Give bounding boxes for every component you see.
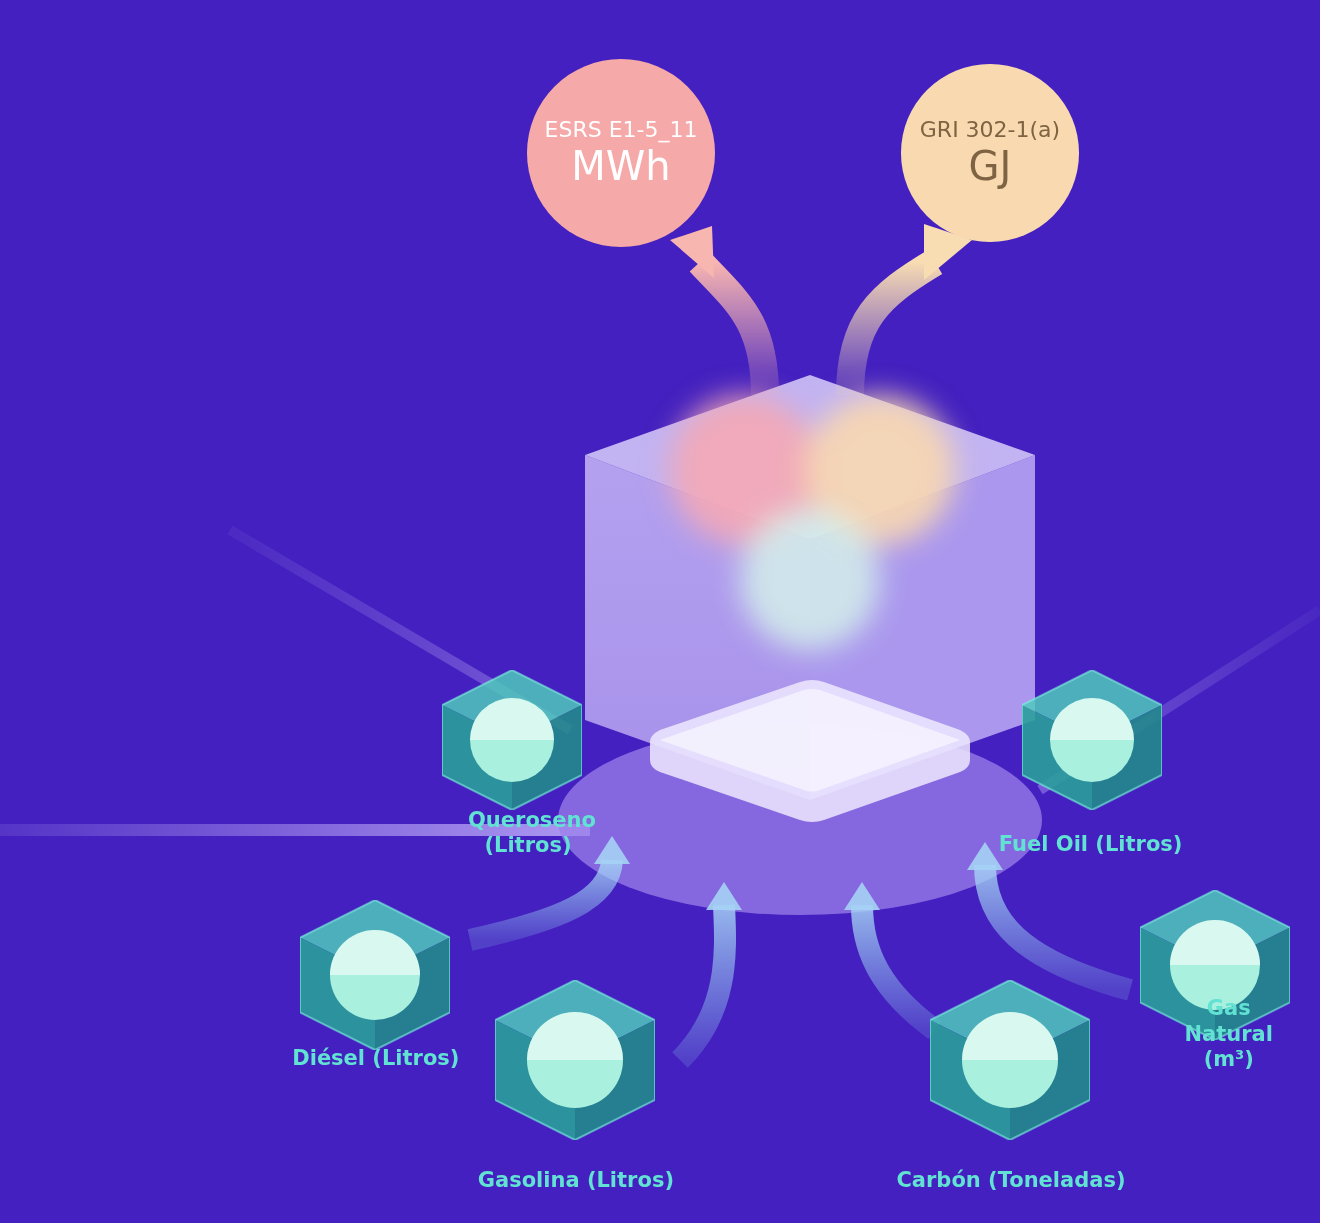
- fuel-label: Gasolina (Litros): [477, 1168, 675, 1193]
- cube-face: [1170, 920, 1260, 965]
- cube-face: [300, 900, 450, 1050]
- fuel-cube: [930, 980, 1090, 1140]
- cube-face: [962, 1012, 1058, 1060]
- unit-label: GJ: [969, 143, 1012, 189]
- hub-plate: [650, 680, 970, 822]
- fuel-label: Gas Natural (m³): [1184, 996, 1274, 1072]
- input-arrow: [470, 860, 1130, 1060]
- fuel-orb: [330, 930, 420, 1020]
- fuel-label: Diésel (Litros): [291, 1046, 460, 1071]
- fuel-node: Queroseno (Litros): [442, 670, 588, 858]
- light-ray: [1040, 610, 1320, 790]
- fuel-node: Fuel Oil (Litros): [998, 670, 1182, 857]
- cube-face: [470, 698, 554, 740]
- output-arrow: [850, 262, 935, 395]
- arrow-head: [670, 226, 714, 278]
- cube-face: [930, 980, 1090, 1140]
- fuel-orb: [470, 698, 554, 782]
- fuel-label: Queroseno (Litros): [468, 808, 588, 858]
- standard-circle: ESRS E1-5_11MWh: [527, 59, 716, 248]
- fuel-cube: [1022, 670, 1162, 810]
- arrow-head: [594, 836, 1003, 910]
- fuel-cube: [300, 900, 450, 1050]
- cube-face: [1050, 698, 1134, 740]
- fuel-orb: [962, 1012, 1058, 1108]
- cube-face: [527, 1012, 623, 1060]
- fuel-label: Carbón (Toneladas): [895, 1168, 1126, 1193]
- cube-face: [442, 670, 582, 810]
- cube-face: [1022, 670, 1162, 810]
- fuel-cube: [442, 670, 582, 810]
- standard-circle: GRI 302-1(a)GJ: [901, 64, 1078, 241]
- fuel-label: Fuel Oil (Litros): [998, 832, 1183, 857]
- cube-face: [330, 930, 420, 975]
- unit-label: MWh: [571, 143, 670, 189]
- fuel-node: Carbón (Toneladas): [895, 980, 1124, 1193]
- standard-code: ESRS E1-5_11: [545, 117, 698, 142]
- fuel-orb: [1050, 698, 1134, 782]
- standard-code: GRI 302-1(a): [920, 117, 1060, 142]
- fuel-node: Diésel (Litros): [291, 900, 458, 1071]
- fuel-cube: [495, 980, 655, 1140]
- cube-face: [495, 980, 655, 1140]
- fuel-node: Gas Natural (m³): [1140, 890, 1290, 1072]
- hub-plate-top: [660, 689, 960, 792]
- hub-glow: [670, 395, 955, 650]
- fuel-orb: [527, 1012, 623, 1108]
- output-arrow: [700, 262, 765, 395]
- fuel-node: Gasolina (Litros): [477, 980, 673, 1193]
